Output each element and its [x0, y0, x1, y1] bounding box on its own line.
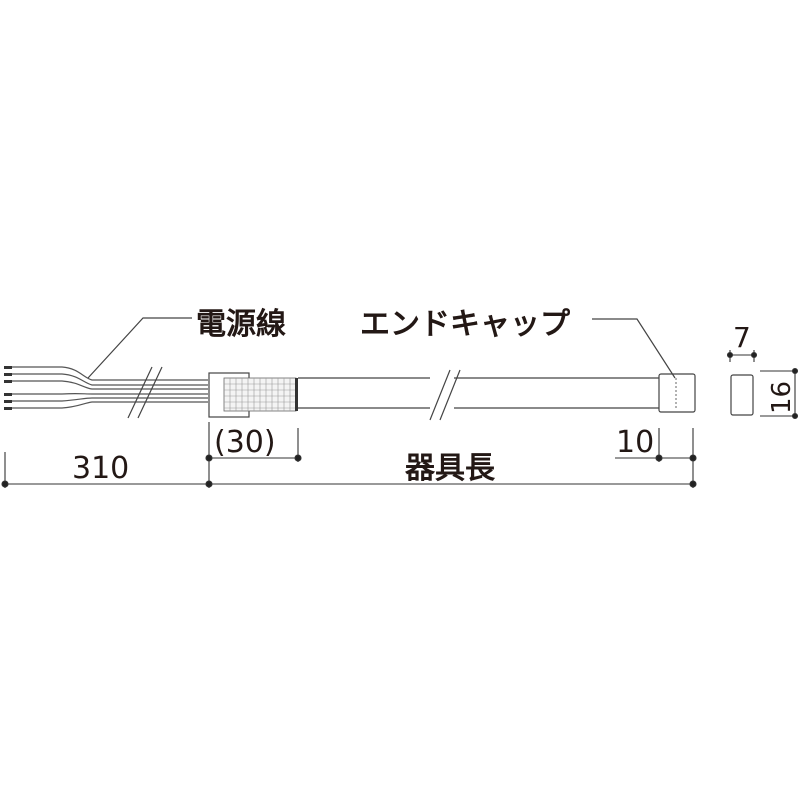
power-cord-wires — [10, 366, 208, 409]
cross-section-view — [730, 374, 754, 416]
section-height-dim: 16 — [767, 381, 797, 414]
end-cap — [658, 373, 696, 413]
fixture-length-label: 器具長 — [404, 451, 496, 486]
connector — [208, 372, 298, 418]
cord-length-dim: 310 — [72, 451, 129, 486]
connector-length-dim: (30) — [214, 425, 276, 460]
power-cord-leader — [87, 317, 192, 379]
cord-break-mark — [127, 366, 163, 419]
fixture-body — [298, 377, 660, 409]
end-cap-leader — [592, 318, 676, 379]
fixture-break-mark — [429, 369, 461, 421]
section-width-dim: 7 — [733, 321, 751, 354]
end-cap-label: エンドキャップ — [360, 307, 571, 342]
power-cord-label: 電源線 — [196, 307, 286, 342]
dimension-lines — [1, 350, 799, 488]
end-cap-length-dim: 10 — [616, 425, 654, 460]
wire-tips — [4, 366, 12, 410]
